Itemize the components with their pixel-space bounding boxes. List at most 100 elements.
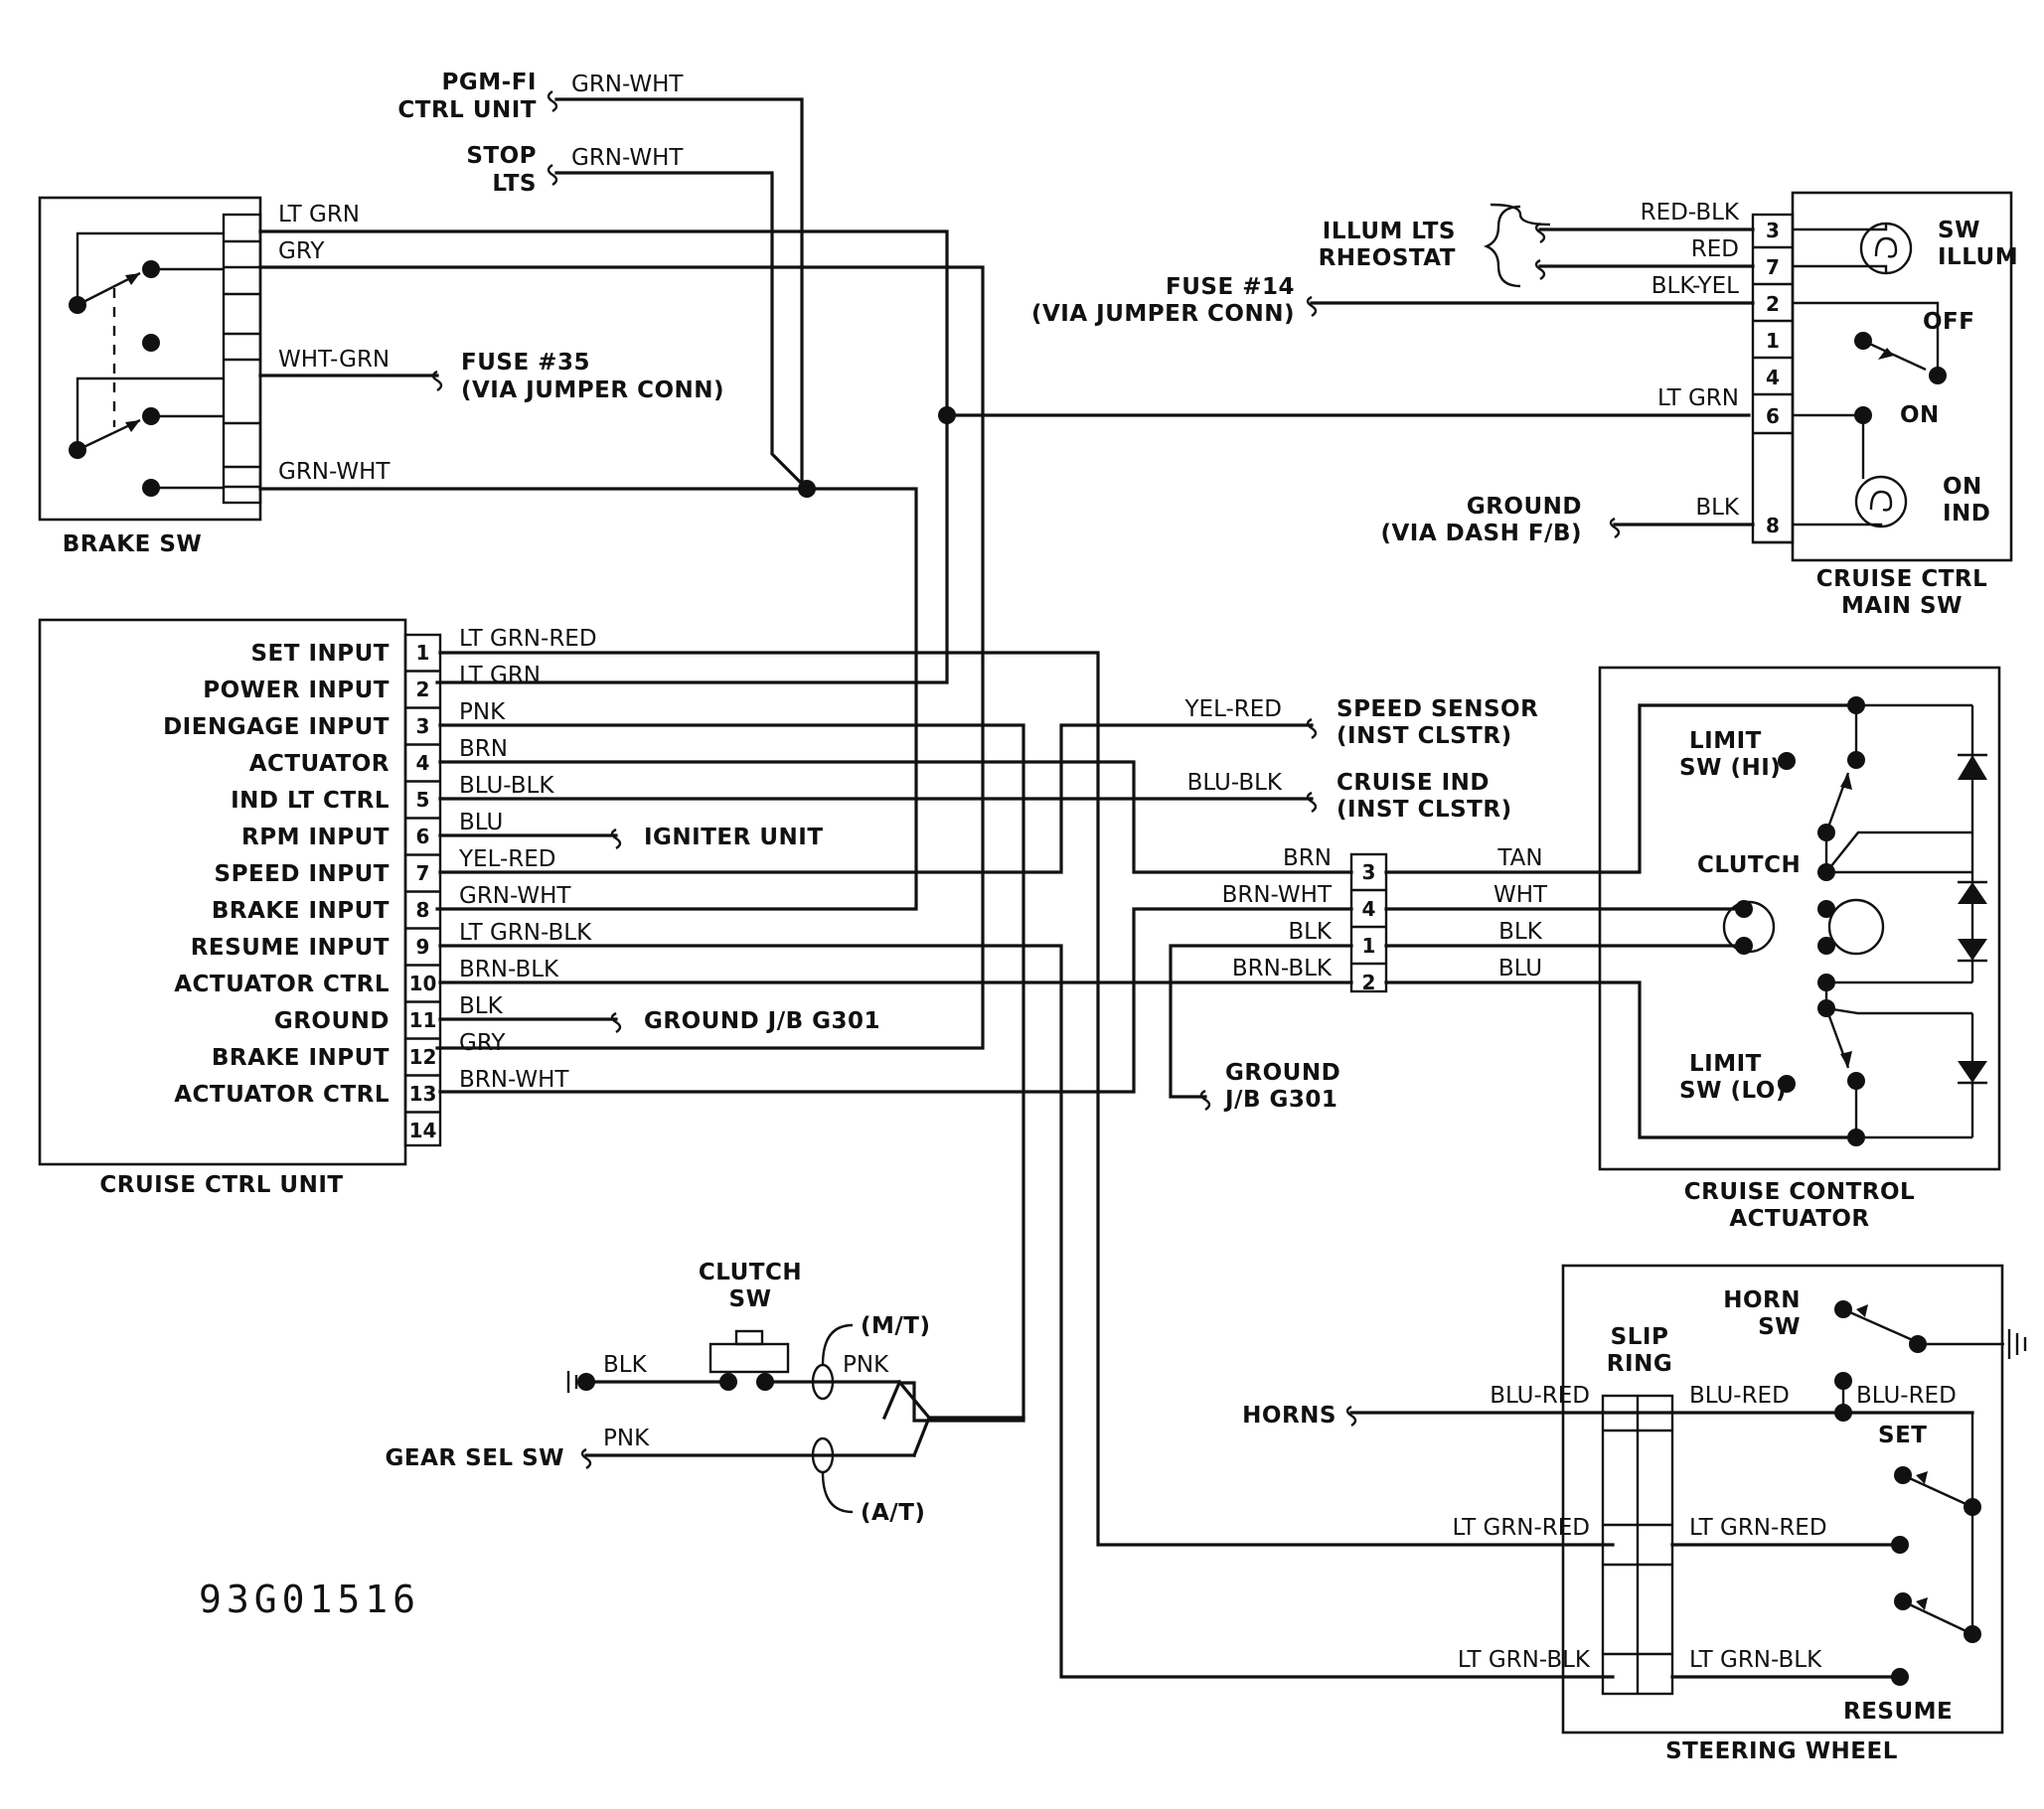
wire-label: BLU [1498, 956, 1542, 981]
wire-label: YEL-RED [458, 846, 556, 872]
wire-label: BRN [1283, 845, 1332, 871]
wire-label: LT GRN [278, 202, 360, 227]
unit-pin-name: GROUND [274, 1008, 390, 1034]
wire-label: BLU-BLK [1187, 770, 1283, 796]
cruise-ctrl-unit: CRUISE CTRL UNIT [38, 618, 442, 1198]
pgmfi-label: PGM-FI [442, 70, 537, 95]
wire-label: LT GRN-RED [459, 626, 597, 652]
main-sw-pin-number: 3 [1766, 219, 1780, 242]
igniter-label: IGNITER UNIT [644, 825, 824, 850]
wire-label: BLU-BLK [459, 773, 554, 799]
wire-label: BLK [1498, 919, 1543, 945]
cruise-ind-sub: (INST CLSTR) [1336, 797, 1512, 823]
unit-pin-name: ACTUATOR CTRL [174, 972, 390, 997]
wire-label: TAN [1496, 845, 1542, 871]
wire-label: PNK [843, 1352, 889, 1378]
set-label: SET [1878, 1423, 1927, 1448]
wire-label: BRN-WHT [459, 1067, 569, 1093]
unit-pin-number: 3 [416, 714, 430, 738]
unit-pin-name: RESUME INPUT [191, 935, 390, 961]
unit-pin-name: ACTUATOR CTRL [174, 1082, 390, 1108]
wire-label: WHT [1494, 882, 1548, 908]
resume-label: RESUME [1843, 1699, 1953, 1725]
wire-label: BLU-RED [1490, 1383, 1590, 1409]
wire-label: GRY [459, 1030, 506, 1056]
wire-label: LT GRN [459, 663, 541, 688]
unit-pin-name: SPEED INPUT [215, 861, 390, 887]
illum-rheostat-label: ILLUM LTS [1323, 219, 1456, 244]
unit-pin-number: 11 [409, 1008, 437, 1032]
unit-pin-number: 13 [409, 1082, 437, 1106]
wire-label: BLK-YEL [1651, 273, 1739, 299]
main-sw-sub: MAIN SW [1841, 593, 1963, 619]
horns-label: HORNS [1242, 1403, 1336, 1429]
fuse35-label: FUSE #35 [461, 350, 590, 376]
limit-sw-lo-label: LIMIT [1689, 1051, 1762, 1077]
gear-sel-sw-label: GEAR SEL SW [386, 1445, 564, 1471]
unit-endpoint-labels: IGNITER UNIT GROUND J/B G301 SPEED SENSO… [644, 696, 1538, 1113]
unit-pin-name: RPM INPUT [241, 825, 390, 850]
wire-label: BLK [603, 1352, 648, 1378]
speed-sensor-label: SPEED SENSOR [1336, 696, 1538, 722]
fuse14-sub: (VIA JUMPER CONN) [1031, 301, 1295, 327]
brake-sw-label: BRAKE SW [63, 531, 203, 557]
stop-lts-label: STOP [466, 143, 537, 169]
clutch-label: CLUTCH [1697, 852, 1801, 878]
wire-label: RED [1691, 236, 1739, 262]
unit-pin-name: BRAKE INPUT [212, 898, 390, 924]
wire-label: GRY [278, 238, 325, 264]
main-sw-label: CRUISE CTRL [1816, 566, 1988, 592]
wire-label: LT GRN-BLK [459, 920, 592, 946]
unit-pin-name: ACTUATOR [249, 751, 390, 777]
brake-sw-wiring: LT GRN GRY WHT-GRN FUSE #35 (VIA JUMPER … [258, 202, 985, 1050]
fuse35-sub: (VIA JUMPER CONN) [461, 377, 724, 403]
unit-pin-name: IND LT CTRL [231, 788, 390, 814]
unit-wiring [438, 406, 1751, 1679]
horn-sw-sub: SW [1758, 1314, 1801, 1340]
limit-sw-hi-sub: SW (HI) [1679, 755, 1781, 781]
unit-pin-number: 10 [409, 972, 437, 995]
main-sw-pin-number: 7 [1766, 255, 1780, 279]
fuse14-label: FUSE #14 [1166, 274, 1295, 300]
speed-sensor-sub: (INST CLSTR) [1336, 723, 1512, 749]
figure-code: 93G01516 [199, 1578, 420, 1621]
main-sw-pin-number: 4 [1766, 366, 1780, 389]
wire-label: BLK [459, 993, 504, 1019]
unit-pin-number: 2 [416, 678, 430, 701]
unit-pin-number: 7 [416, 861, 430, 885]
illum-rheostat-sub: RHEOSTAT [1319, 245, 1456, 271]
wire-label: BRN-BLK [459, 957, 559, 982]
unit-pin-number: 9 [416, 935, 430, 959]
unit-pin-number: 14 [409, 1119, 437, 1142]
pgmfi-sub: CTRL UNIT [397, 97, 537, 123]
main-sw-pin-number: 8 [1766, 514, 1780, 537]
actuator-sub: ACTUATOR [1729, 1206, 1869, 1232]
steering-wheel-label: STEERING WHEEL [1665, 1738, 1898, 1764]
steering-wheel: SLIP RING HORN SW SET RESUME STEERING WH… [1242, 1264, 2027, 1764]
wire-label: BLK [1288, 919, 1333, 945]
on-ind-label: ON [1943, 474, 1982, 500]
wire-label: WHT-GRN [278, 347, 390, 373]
wire-label: BLU-RED [1856, 1383, 1957, 1409]
clutch-sw-sub: SW [729, 1286, 772, 1312]
horn-sw-label: HORN [1723, 1287, 1801, 1313]
ground-jb-label: GROUND [1225, 1060, 1340, 1086]
clutch-sw-label: CLUTCH [699, 1260, 802, 1285]
actuator-label: CRUISE CONTROL [1684, 1179, 1915, 1205]
limit-sw-lo-sub: SW (LO) [1679, 1078, 1787, 1104]
mt-label: (M/T) [861, 1313, 931, 1339]
actuator-pin-number: 2 [1362, 971, 1376, 994]
unit-pin-name: BRAKE INPUT [212, 1045, 390, 1071]
unit-pin-number: 1 [416, 641, 430, 665]
brake-switch: BRAKE SW [38, 196, 262, 557]
unit-pin-name: DIENGAGE INPUT [163, 714, 390, 740]
unit-pin-number: 12 [409, 1045, 437, 1069]
unit-pin-name: POWER INPUT [203, 678, 390, 703]
wire-label: LT GRN-BLK [1689, 1647, 1822, 1673]
wire-label: GRN-WHT [278, 459, 391, 485]
wire-label: BRN-BLK [1232, 956, 1333, 981]
ground-dash-label: GROUND [1467, 494, 1582, 520]
